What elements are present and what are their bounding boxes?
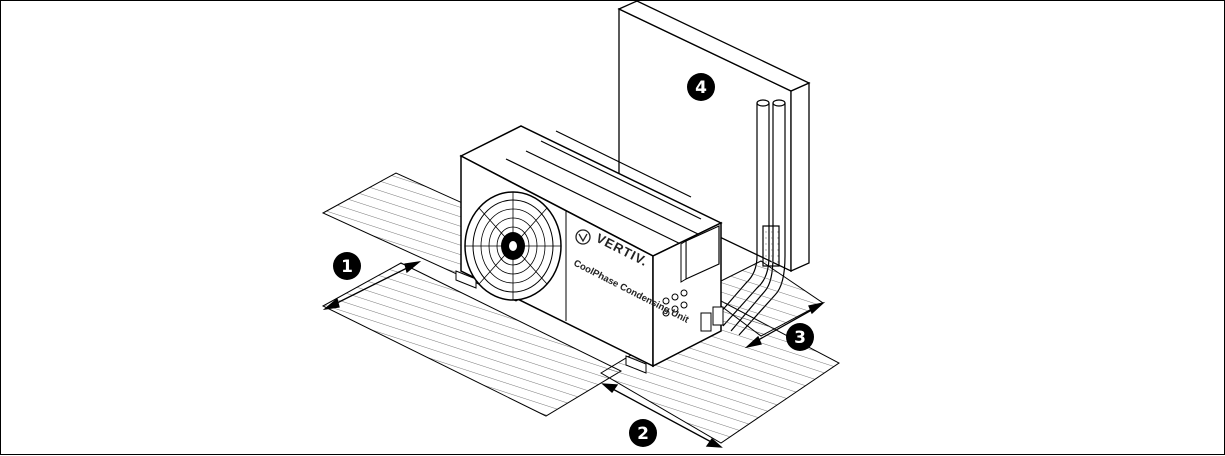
callout-2-label: 2 xyxy=(637,424,649,444)
callout-3-label: 3 xyxy=(794,328,806,348)
callout-4: 4 xyxy=(687,73,715,101)
callout-2: 2 xyxy=(629,419,657,447)
callout-1: 1 xyxy=(333,252,361,280)
callout-1-label: 1 xyxy=(341,257,353,277)
vertiv-logo-icon xyxy=(575,229,591,245)
fan-icon xyxy=(464,191,562,301)
callout-3: 3 xyxy=(786,323,814,351)
dimension-arrow-icon xyxy=(322,261,826,448)
callout-4-label: 4 xyxy=(695,78,707,98)
